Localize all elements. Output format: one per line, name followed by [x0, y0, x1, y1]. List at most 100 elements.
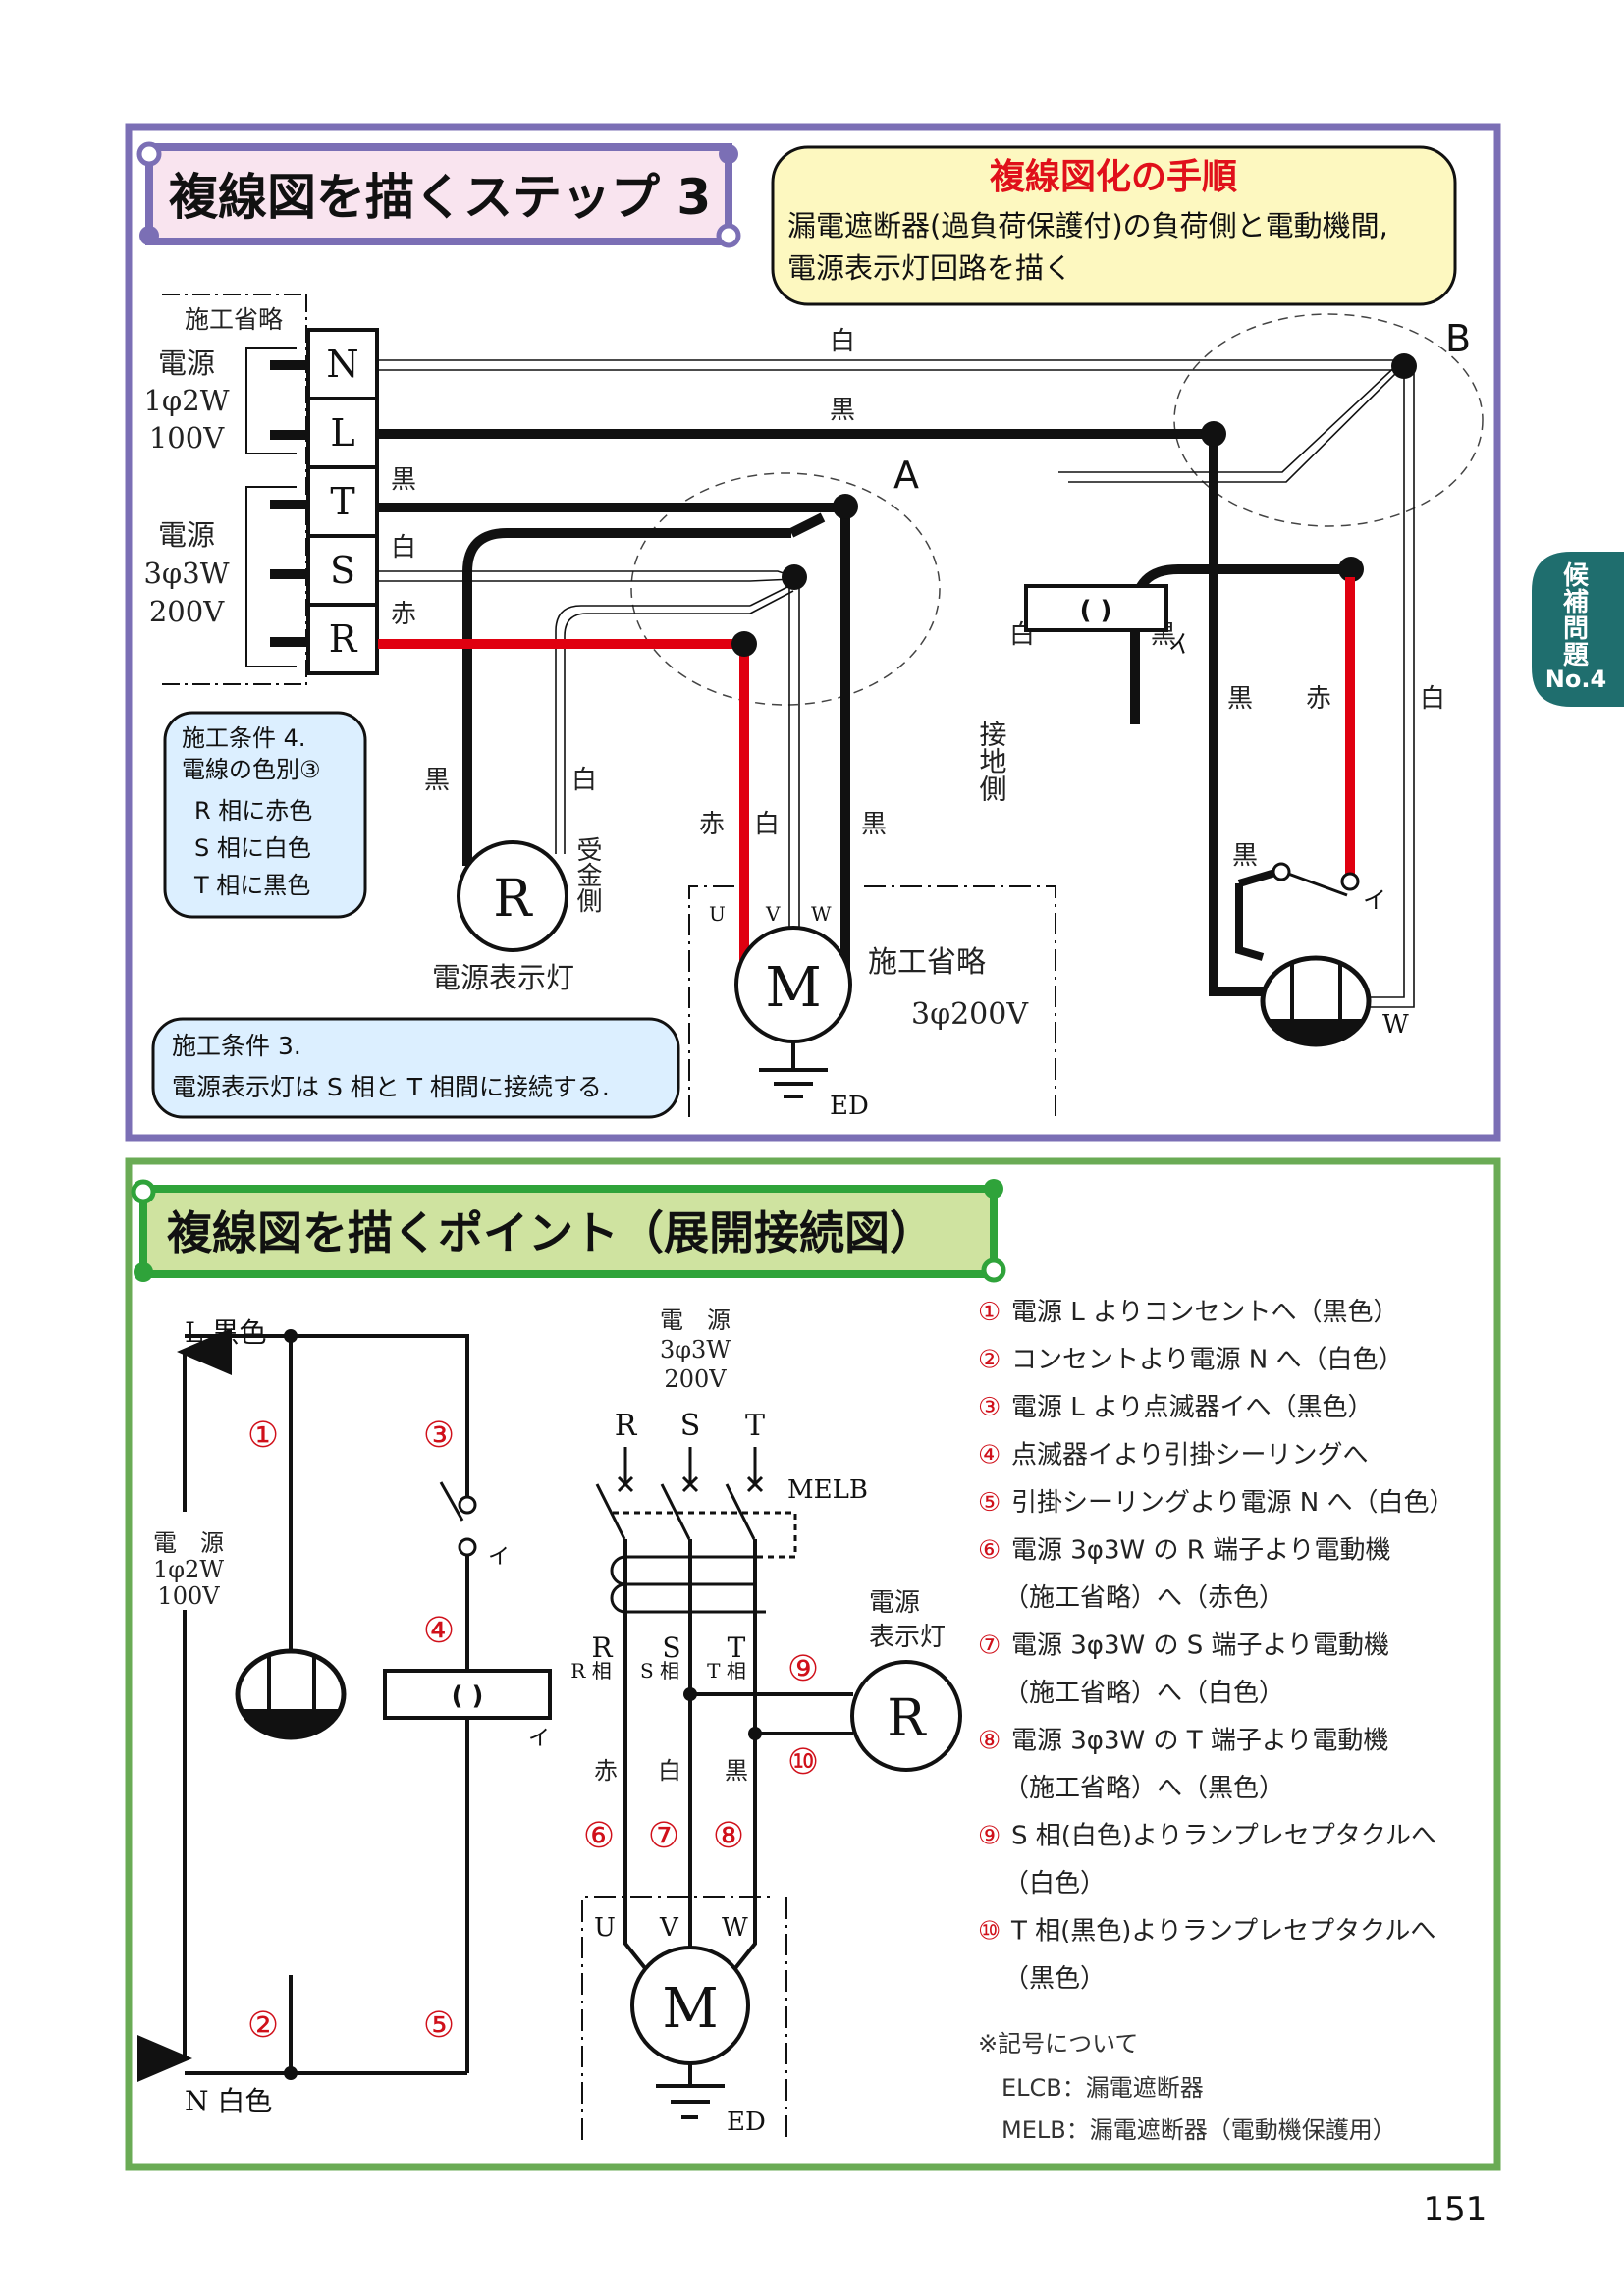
- step-item: ⑨ S 相(白色)よりランプレセプタクルへ （白色）: [978, 1822, 1436, 1899]
- terminal-t: T: [330, 480, 354, 523]
- step-number: ⑤: [978, 1488, 1001, 1518]
- source-1p-line3: 100V: [149, 421, 225, 454]
- point-motor-earth: ED: [727, 2108, 766, 2137]
- step-item: ⑥ 電源 3φ3W の R 端子より電動機 （施工省略）へ（赤色）: [978, 1536, 1391, 1614]
- point-lamp-title-2: 表示灯: [869, 1623, 946, 1652]
- step-text: 電源 3φ3W の S 端子より電動機: [1011, 1631, 1389, 1661]
- note4-title: 施工条件 4.: [182, 724, 306, 752]
- three-phase-circuit: 電 源 3φ3W 200V R S T MELB: [570, 1307, 962, 2140]
- num-8: ⑧: [713, 1816, 744, 1856]
- point-left-source-3: 100V: [157, 1582, 220, 1610]
- step-number: ⑧: [978, 1727, 1001, 1756]
- motor-symbol-text: M: [765, 956, 821, 1020]
- step-text: 引掛シーリングより電源 N へ（白色）: [1011, 1488, 1454, 1518]
- junction-b-label: B: [1445, 317, 1471, 360]
- step-text: S 相(白色)よりランプレセプタクルへ: [1011, 1822, 1436, 1851]
- note4-line-2: S 相に白色: [194, 834, 311, 862]
- step-number: ④: [978, 1441, 1001, 1470]
- label-motor-red: 赤: [699, 810, 725, 839]
- phase-s: S: [680, 1409, 701, 1443]
- step-text: コンセントより電源 N へ（白色）: [1011, 1346, 1403, 1375]
- step-number: ⑩: [978, 1917, 1001, 1947]
- step-number: ⑦: [978, 1631, 1001, 1661]
- num-9: ⑨: [787, 1649, 819, 1689]
- step-item: ⑧ 電源 3φ3W の T 端子より電動機 （施工省略）へ（黒色）: [978, 1727, 1388, 1804]
- outlet-label-point: イ: [528, 1727, 550, 1751]
- wire-r-red: [378, 631, 757, 967]
- step-text: T 相(黒色)よりランプレセプタクルへ: [1010, 1917, 1435, 1947]
- side-tab-line-1: 候: [1563, 561, 1590, 591]
- step-text: 電源 3φ3W の T 端子より電動機: [1011, 1727, 1388, 1756]
- label-t-black: 黒: [391, 465, 416, 495]
- motor-symbol: M U V W 施工省略 3φ200V ED: [688, 885, 1056, 1121]
- ground-side-label: 接地側: [976, 720, 1008, 802]
- label-lamp-white: 白: [571, 766, 597, 795]
- junction-b-circle: [1173, 313, 1484, 527]
- side-tab-line-4: 題: [1563, 641, 1590, 670]
- motor-earth: ED: [830, 1092, 869, 1121]
- step-text: （白色）: [1003, 1869, 1106, 1898]
- point-left-source-2: 1φ2W: [153, 1556, 224, 1583]
- single-phase-circuit: L 黒色 N 白色 イ 電 源 1φ2W 100V ( ) イ ① ② ③ ④: [137, 1316, 552, 2117]
- procedure-title: 複線図化の手順: [990, 157, 1237, 197]
- power-source-block: 施工省略 電源 1φ2W 100V 電源 3φ3W 200V N L T S R: [143, 294, 379, 687]
- label-ceiling-white: 白: [1420, 684, 1445, 714]
- wire-n-white: [378, 359, 1415, 1008]
- motor-terminal-v: V: [765, 902, 781, 926]
- outlet-symbol-point: ( ): [452, 1682, 484, 1711]
- source-1p-line2: 1φ2W: [143, 384, 229, 417]
- label-n-white: 白: [830, 327, 855, 356]
- point-motor-u: U: [594, 1913, 616, 1943]
- label-lamp-black: 黒: [424, 766, 450, 795]
- phase-t: T: [745, 1409, 765, 1443]
- point-panel-frame: [125, 1157, 1501, 2171]
- l-black-label: L 黒色: [185, 1316, 267, 1349]
- motor-omit: 施工省略: [868, 945, 986, 980]
- lamp-symbol-text: R: [493, 870, 533, 929]
- symbols-note-line-1: ELCB：漏電遮断器: [1001, 2074, 1204, 2102]
- lamp-name: 電源表示灯: [432, 961, 574, 994]
- num-2: ②: [247, 2005, 279, 2046]
- step-number: ⑥: [978, 1536, 1001, 1566]
- step-text: （施工省略）へ（黒色）: [1003, 1774, 1284, 1803]
- source-omit-label: 施工省略: [185, 305, 283, 334]
- page-number: 151: [1424, 2190, 1488, 2229]
- melb-label: MELB: [787, 1475, 868, 1505]
- step-text: （施工省略）へ（赤色）: [1003, 1583, 1284, 1613]
- label-switch-red: 赤: [1306, 684, 1331, 714]
- switch-label: イ: [1363, 886, 1386, 914]
- motor-spec: 3φ200V: [911, 997, 1029, 1032]
- wire-s-white: [378, 570, 800, 950]
- step-item: ⑩ T 相(黒色)よりランプレセプタクルへ （黒色）: [978, 1917, 1435, 1995]
- num-1: ①: [247, 1415, 279, 1456]
- switch-symbol: イ: [1235, 862, 1386, 961]
- phase-label-big-s: S: [662, 1631, 680, 1664]
- step-item: ⑤ 引掛シーリングより電源 N へ（白色）: [978, 1488, 1454, 1518]
- note4-subtitle: 電線の色別③: [182, 756, 321, 783]
- phase-r: R: [615, 1409, 638, 1443]
- num-6: ⑥: [583, 1816, 615, 1856]
- num-7: ⑦: [648, 1816, 679, 1856]
- note4-line-3: T 相に黒色: [193, 872, 310, 899]
- procedure-line-2: 電源表示灯回路を描く: [787, 251, 1072, 285]
- step-number: ③: [978, 1393, 1001, 1422]
- symbols-note: ※記号について ELCB：漏電遮断器 MELB：漏電遮断器（電動機保護用）: [978, 2030, 1396, 2144]
- point-motor-w: W: [722, 1913, 748, 1943]
- num-10: ⑩: [787, 1742, 819, 1783]
- step-number: ⑨: [978, 1822, 1001, 1851]
- lamp-side-label: 受金側: [572, 836, 602, 913]
- procedure-line-1: 漏電遮断器(過負荷保護付)の負荷側と電動機間,: [787, 209, 1388, 242]
- note-condition-4: 施工条件 4. 電線の色別③ R 相に赤色 S 相に白色 T 相に黒色: [163, 711, 367, 919]
- color-white-label: 白: [658, 1757, 681, 1785]
- num-3: ③: [423, 1415, 455, 1456]
- phase-r-label: R 相: [570, 1659, 611, 1682]
- step-text: （黒色）: [1003, 1964, 1106, 1994]
- motor-terminal-w: W: [811, 902, 832, 926]
- point-motor-symbol: M: [662, 1977, 718, 2041]
- phase-label-big-r: R: [591, 1631, 613, 1664]
- step-text: 電源 3φ3W の R 端子より電動機: [1011, 1536, 1391, 1566]
